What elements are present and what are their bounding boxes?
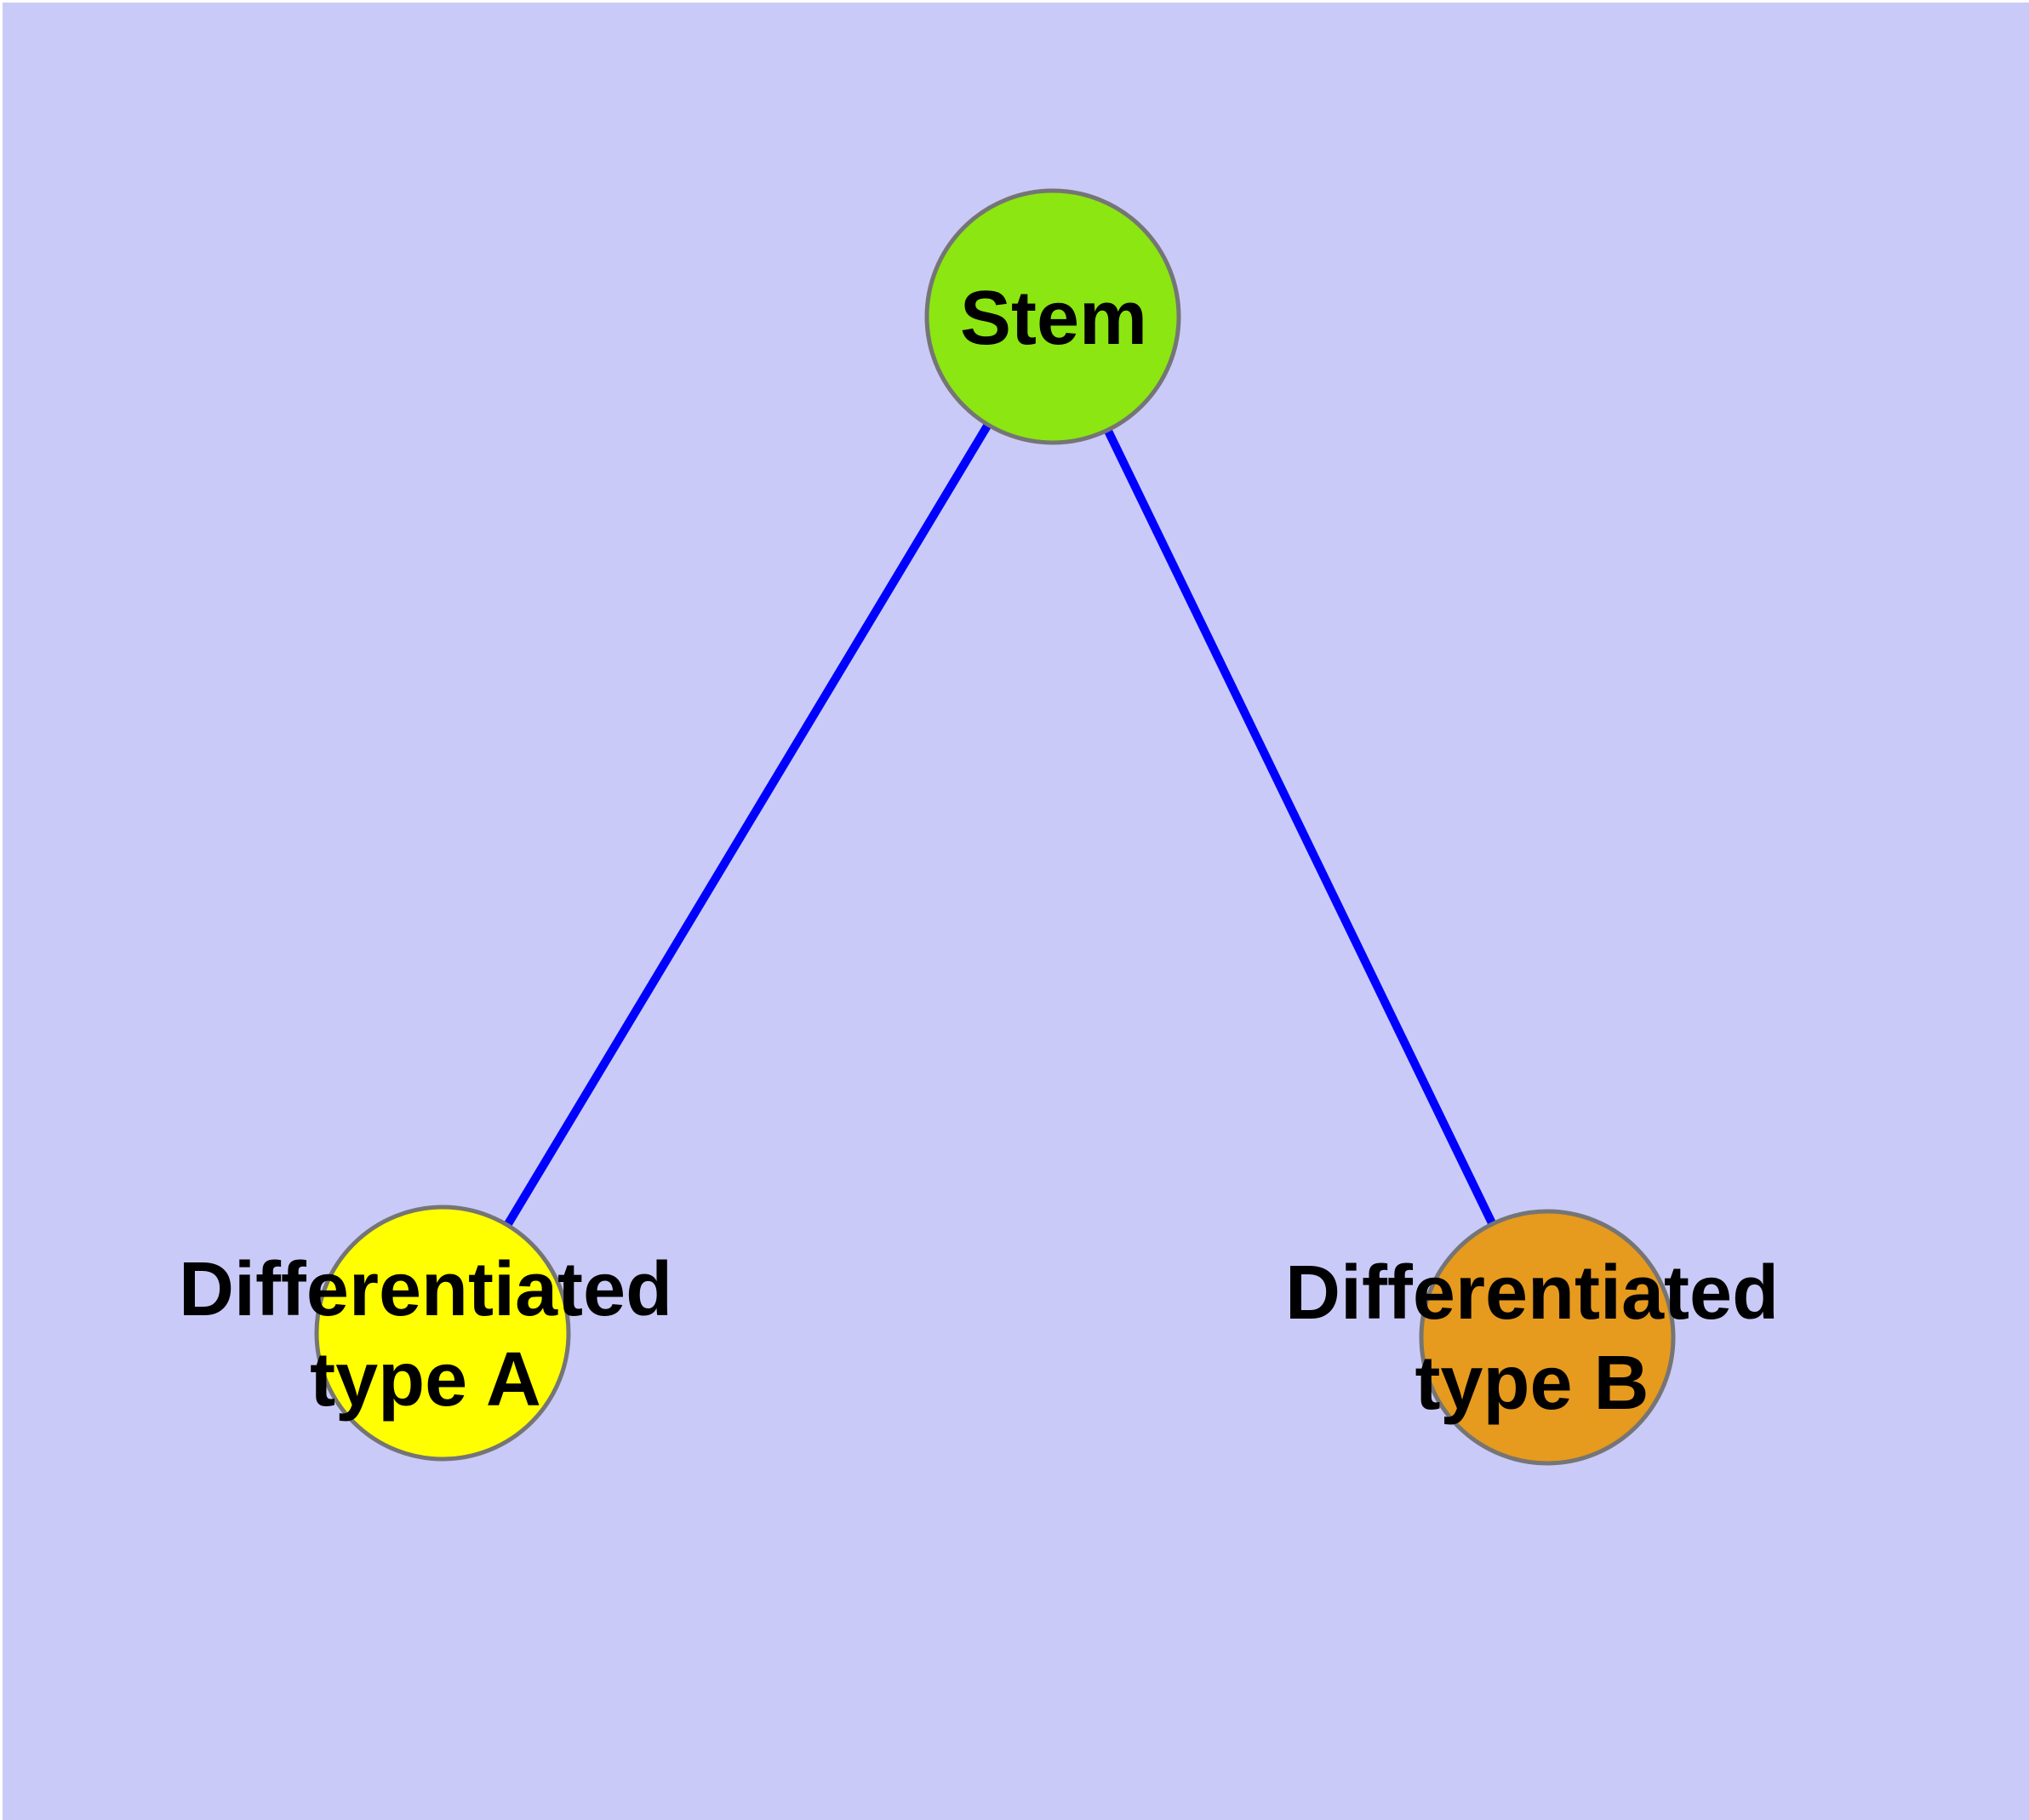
node-differentiated-type-a-label-line-2: type A [310,1337,541,1422]
node-differentiated-type-b-label: Differentiated type B [1285,1248,1779,1428]
node-differentiated-type-a-label-line-1: Differentiated [178,1247,673,1332]
node-stem-label: Stem [960,273,1147,363]
node-differentiated-type-b-label-line-2: type B [1415,1341,1649,1426]
node-stem-circle [924,188,1181,445]
node-stem-label-line: Stem [959,276,1148,361]
edge-stem-to-differentiated-type-b [1049,314,1552,1340]
node-differentiated-type-a-circle [314,1205,571,1462]
node-differentiated-type-b-circle [1419,1209,1676,1466]
node-differentiated-type-a-label: Differentiated type A [179,1245,672,1425]
node-differentiated-type-b-label-line-1: Differentiated [1284,1251,1780,1336]
edge-stem-to-differentiated-type-a [438,314,1057,1336]
